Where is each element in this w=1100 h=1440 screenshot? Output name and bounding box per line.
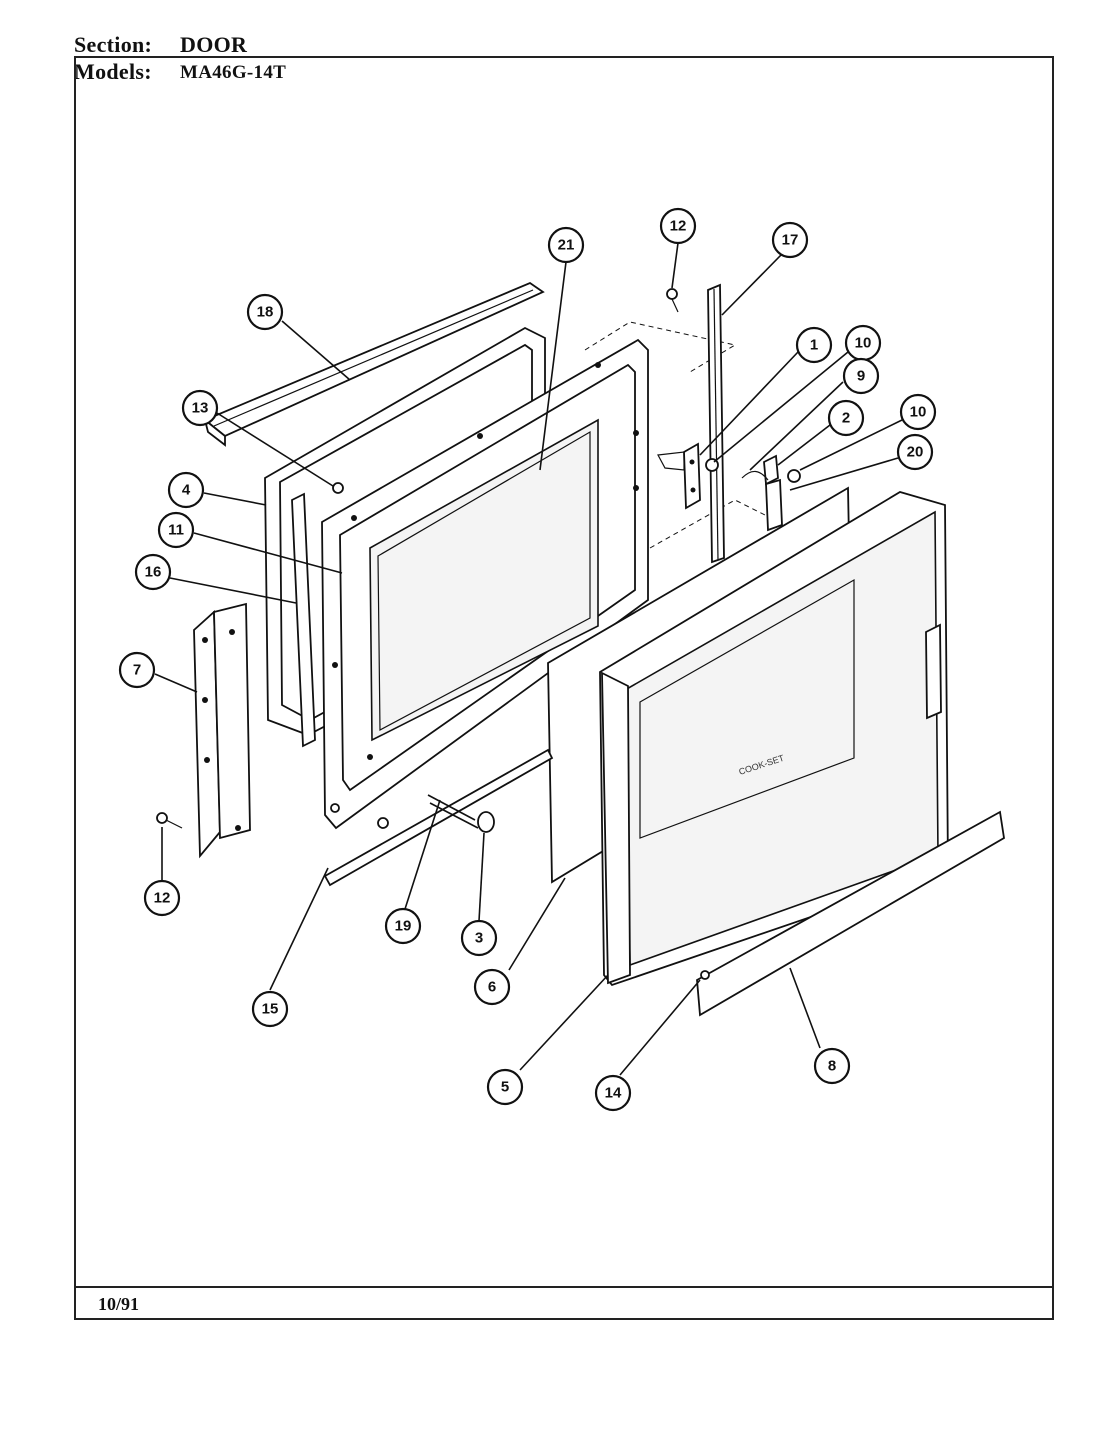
svg-text:1: 1	[810, 337, 818, 354]
svg-text:8: 8	[828, 1058, 836, 1075]
callout-2: 2	[827, 399, 865, 437]
part-17-channel	[707, 283, 725, 564]
svg-text:9: 9	[857, 368, 865, 385]
part-7-hinge	[193, 602, 251, 859]
part-15-bottom-strip	[323, 748, 554, 887]
svg-text:6: 6	[488, 979, 496, 996]
svg-text:14: 14	[605, 1085, 622, 1102]
callout-4: 4	[167, 471, 205, 509]
svg-text:13: 13	[192, 400, 209, 417]
callout-17: 17	[771, 221, 809, 259]
svg-text:10: 10	[855, 335, 872, 352]
callout-13: 13	[181, 389, 219, 427]
svg-text:2: 2	[842, 410, 850, 427]
part-8-trim-strip	[696, 810, 1005, 1017]
models-label: Models:	[74, 59, 152, 84]
svg-text:16: 16	[145, 564, 162, 581]
callout-8: 8	[813, 1047, 851, 1085]
callouts: 21 12 17 18 1 10 9 13 2 10 4 20 11 16 7 …	[118, 207, 937, 1112]
svg-text:3: 3	[475, 930, 483, 947]
callout-9: 9	[842, 357, 880, 395]
diagram-frame	[74, 56, 1054, 1320]
callout-6: 6	[473, 968, 511, 1006]
callout-12-top: 12	[659, 207, 697, 245]
svg-text:12: 12	[154, 890, 171, 907]
svg-text:10: 10	[910, 404, 927, 421]
part-18-top-trim	[203, 281, 545, 447]
callout-21: 21	[547, 226, 585, 264]
svg-text:21: 21	[558, 237, 575, 254]
part-11-inner-panel	[321, 338, 649, 830]
leader-lines	[154, 242, 903, 1076]
part-1-bracket	[657, 442, 701, 510]
svg-text:17: 17	[782, 232, 799, 249]
part-5-outer-door: COOK-SET	[599, 491, 949, 987]
section-label: Section:	[74, 32, 153, 57]
svg-text:19: 19	[395, 918, 412, 935]
revision-date: 10/91	[98, 1294, 140, 1314]
callout-14: 14	[594, 1074, 632, 1112]
callout-7: 7	[118, 651, 156, 689]
svg-text:5: 5	[501, 1079, 509, 1096]
callout-20: 20	[896, 433, 934, 471]
svg-text:7: 7	[133, 662, 141, 679]
callout-16: 16	[134, 553, 172, 591]
hinge-hardware	[705, 454, 801, 532]
callout-11: 11	[157, 511, 195, 549]
callout-10-upper: 10	[844, 324, 882, 362]
footer-rule	[74, 1286, 1054, 1288]
callout-18: 18	[246, 293, 284, 331]
svg-text:11: 11	[168, 522, 184, 539]
part-12-screw-bottom	[156, 812, 183, 829]
callout-19: 19	[384, 907, 422, 945]
svg-text:12: 12	[670, 218, 687, 235]
svg-text:4: 4	[182, 482, 191, 499]
callout-3: 3	[460, 919, 498, 957]
callout-1: 1	[795, 326, 833, 364]
part-12-screw-top	[666, 288, 679, 313]
models-value: MA46G-14T	[180, 62, 287, 83]
svg-text:15: 15	[262, 1001, 279, 1018]
callout-15: 15	[251, 990, 289, 1028]
part-14-screw	[700, 970, 710, 980]
section-value: DOOR	[180, 32, 248, 57]
callout-10-lower: 10	[899, 393, 937, 431]
part-13-screw	[332, 482, 344, 494]
part-3-knob	[477, 811, 495, 833]
svg-text:18: 18	[257, 304, 274, 321]
svg-text:20: 20	[907, 444, 924, 461]
callout-12-bottom: 12	[143, 879, 181, 917]
part-16-side-strip	[291, 492, 316, 748]
callout-5: 5	[486, 1068, 524, 1106]
